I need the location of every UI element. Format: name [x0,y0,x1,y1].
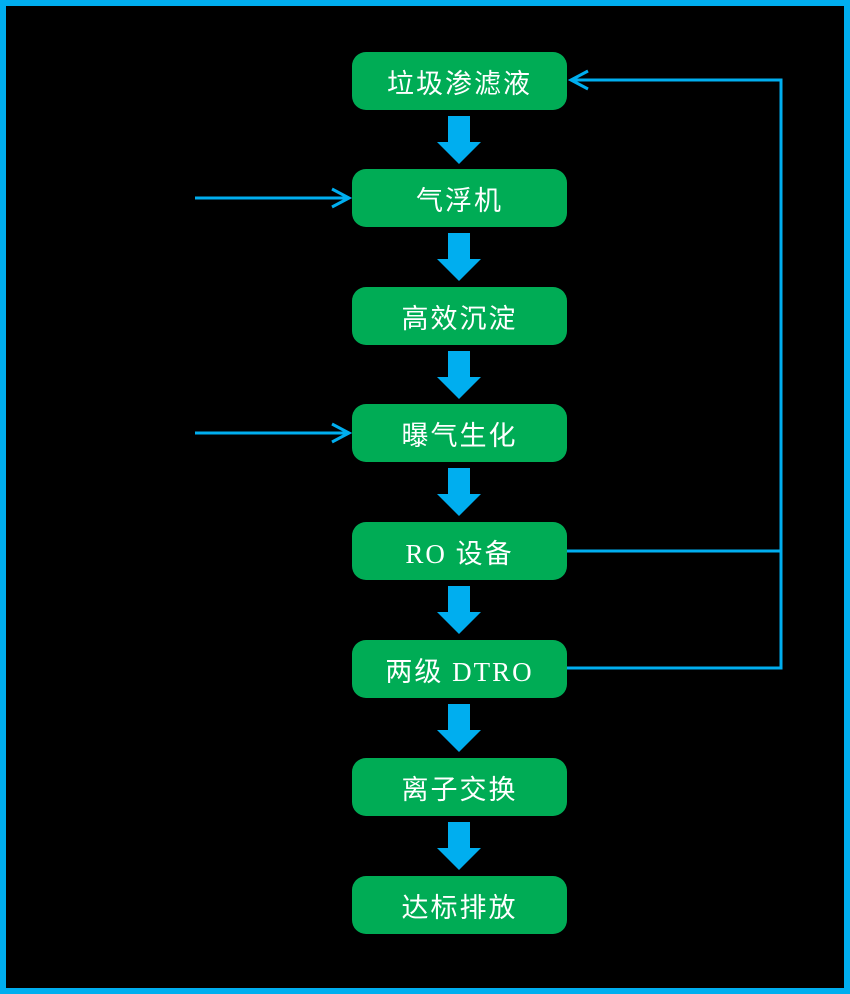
down-arrow-icon [437,704,481,752]
down-arrow-stem [448,704,470,731]
down-arrow-head [437,848,481,870]
down-arrow-head [437,142,481,164]
flow-node-discharge: 达标排放 [352,876,567,934]
flow-node-ion-exchange: 离子交换 [352,758,567,816]
flow-node-leachate: 垃圾渗滤液 [352,52,567,110]
node-label: 两级 DTRO [385,656,534,687]
flow-node-sedimentation: 高效沉淀 [352,287,567,345]
down-arrow-stem [448,468,470,495]
node-label: 离子交换 [401,774,518,805]
arrowhead-left-icon [567,69,589,91]
down-arrow-stem [448,586,470,613]
down-arrow-stem [448,351,470,378]
flow-node-air-flotation: 气浮机 [352,169,567,227]
down-arrow-head [437,612,481,634]
down-arrow-head [437,259,481,281]
arrowhead-right-icon [331,187,353,209]
node-label: 达标排放 [401,892,518,923]
node-label: RO 设备 [405,538,514,569]
node-label: 曝气生化 [401,420,518,451]
down-arrow-head [437,494,481,516]
down-arrow-icon [437,822,481,870]
node-label: 高效沉淀 [401,303,518,334]
feedback-line-dtro [567,78,783,670]
flow-node-ro: RO 设备 [352,522,567,580]
down-arrow-icon [437,351,481,399]
input-arrow-air-flotation [195,187,353,209]
flow-node-aeration: 曝气生化 [352,404,567,462]
node-label: 垃圾渗滤液 [387,68,532,99]
node-label: 气浮机 [416,185,503,216]
down-arrow-stem [448,116,470,143]
arrowhead-right-icon [331,422,353,444]
input-arrow-aeration [195,422,353,444]
down-arrow-stem [448,233,470,260]
down-arrow-icon [437,116,481,164]
down-arrow-head [437,730,481,752]
flow-node-dtro: 两级 DTRO [352,640,567,698]
down-arrow-icon [437,233,481,281]
down-arrow-icon [437,586,481,634]
down-arrow-stem [448,822,470,849]
down-arrow-head [437,377,481,399]
down-arrow-icon [437,468,481,516]
